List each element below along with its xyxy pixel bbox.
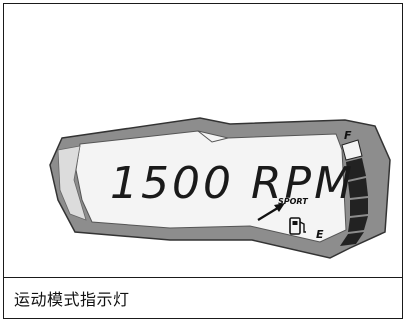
fuel-segment — [350, 198, 368, 216]
arrow-icon — [257, 203, 285, 221]
caption-divider — [4, 277, 402, 278]
fuel-full-label: F — [344, 129, 352, 142]
fuel-segment — [346, 158, 366, 180]
sport-mode-label: SPORT — [278, 197, 308, 206]
fuel-segment — [348, 216, 368, 232]
rpm-readout: 1500 RPM — [110, 158, 355, 209]
cluster-left-wing — [57, 145, 87, 221]
figure-caption: 运动模式指示灯 — [14, 290, 130, 309]
fuel-segment — [341, 139, 363, 161]
fuel-empty-label: E — [316, 228, 324, 241]
fuel-gauge — [340, 139, 368, 246]
fuel-segment — [348, 178, 368, 198]
fuel-segment — [340, 232, 364, 246]
fuel-pump-icon — [289, 217, 306, 235]
cluster-top-notch — [197, 130, 229, 143]
